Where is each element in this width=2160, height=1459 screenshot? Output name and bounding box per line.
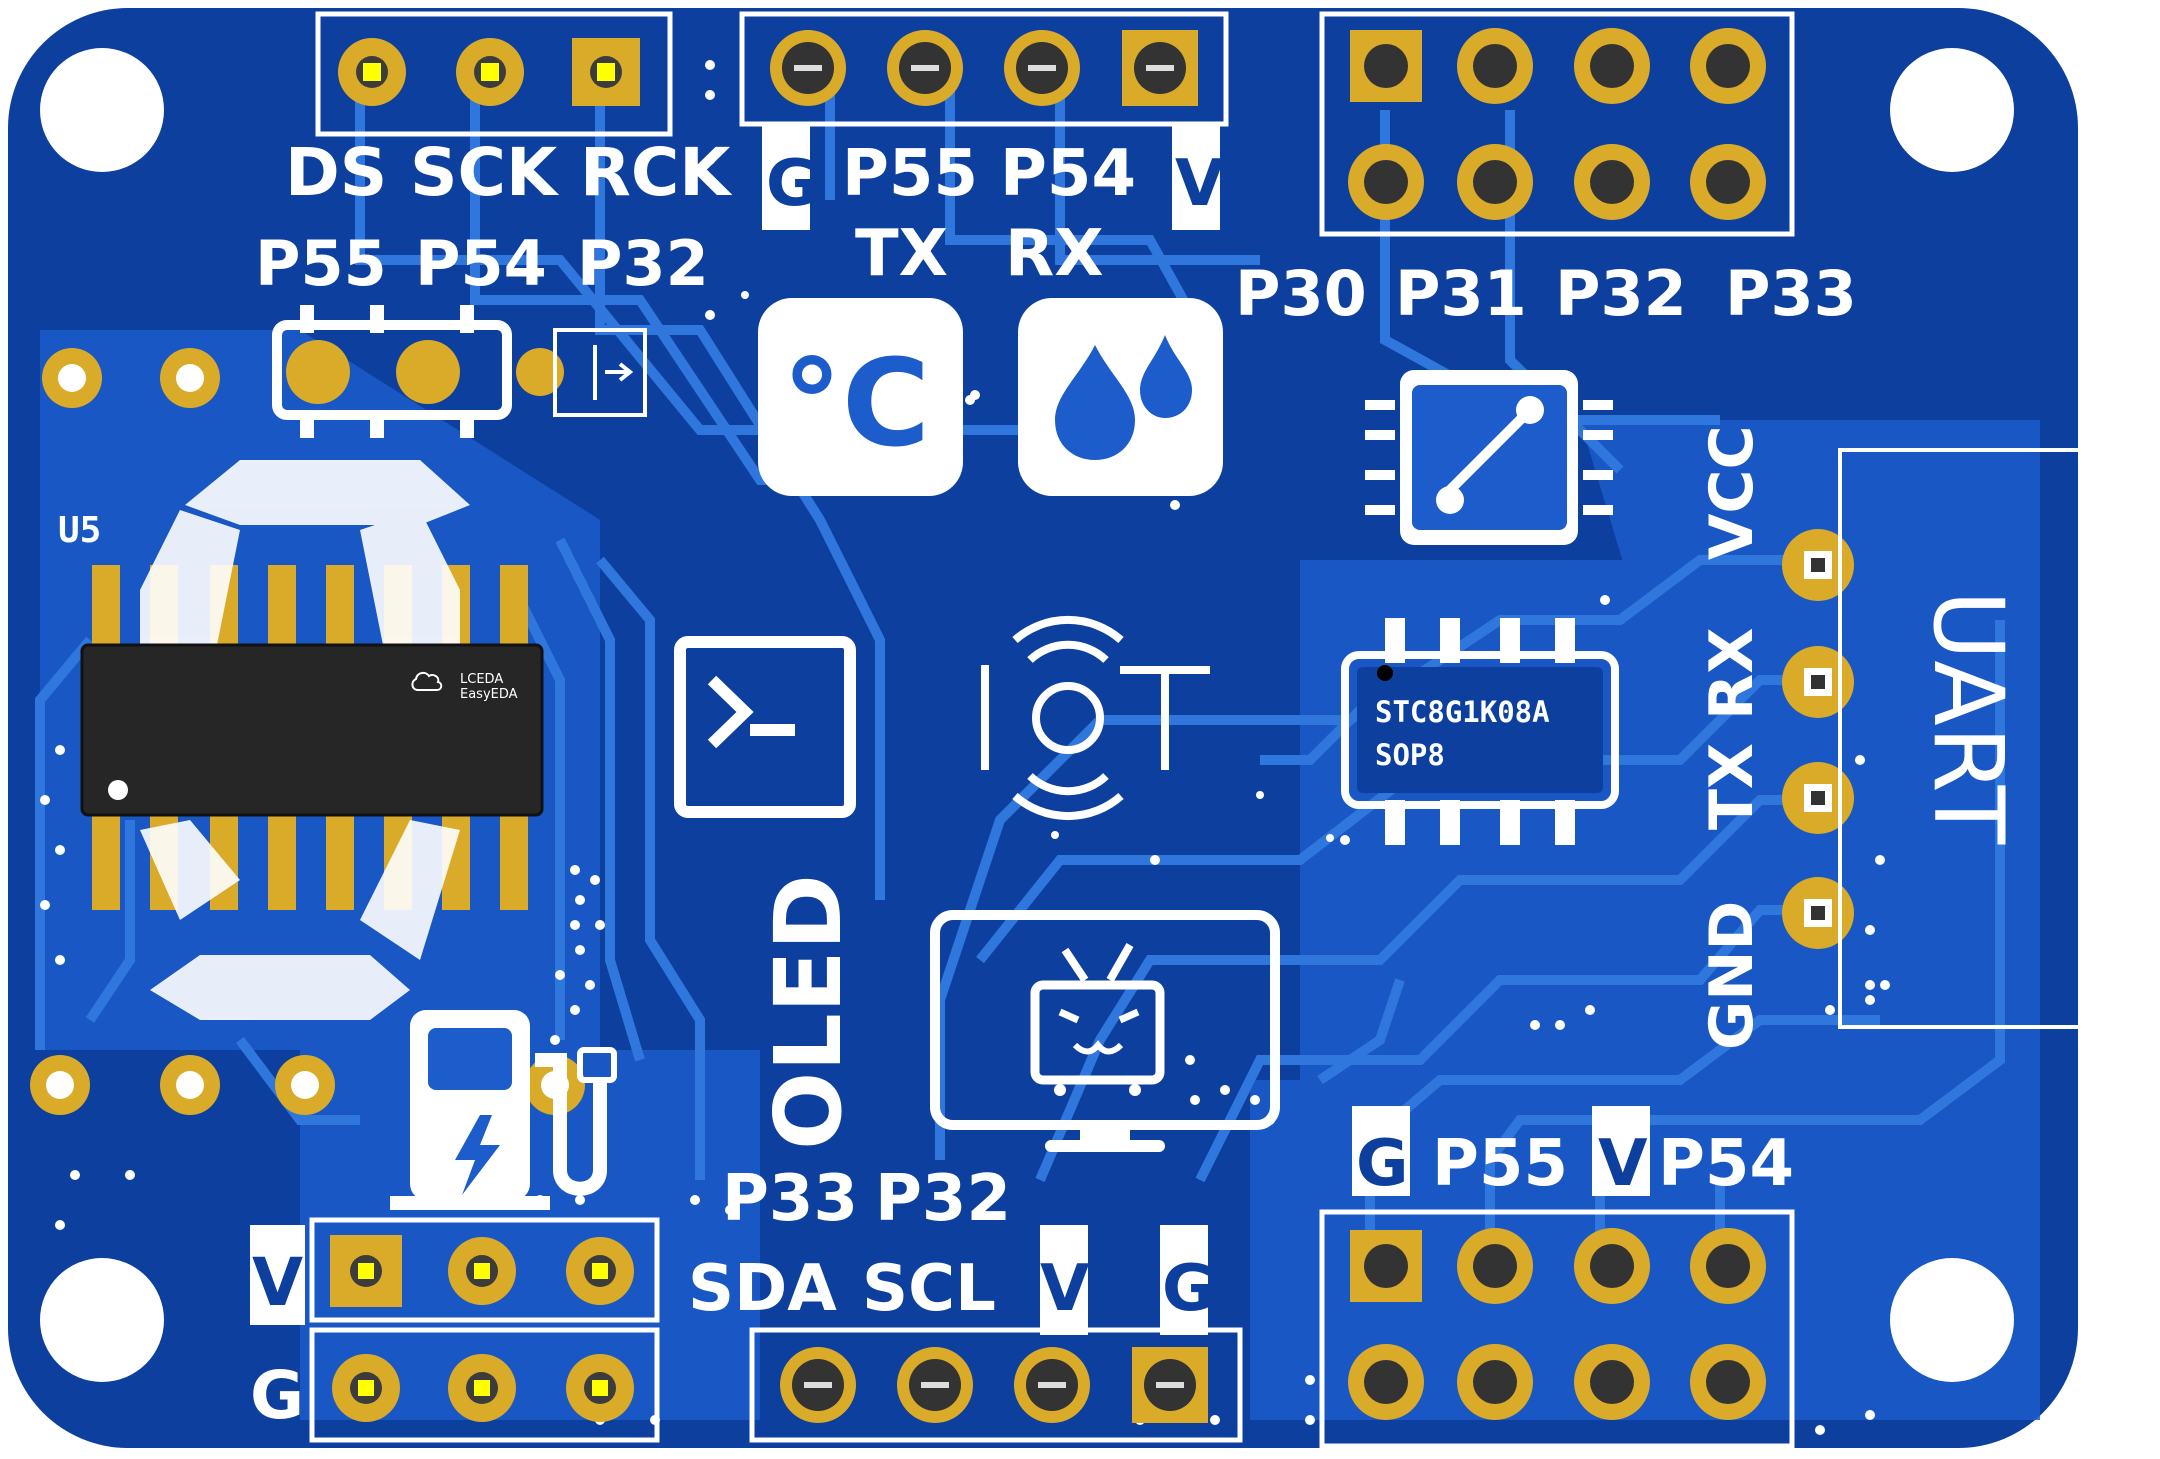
header-uart-top <box>739 11 1229 230</box>
switch-chip-icon <box>1365 370 1613 545</box>
mcu-part-number: STC8G1K08A <box>1375 695 1550 729</box>
mounting-hole-top-right <box>1890 48 2014 172</box>
uart-pads <box>1782 529 1854 949</box>
label-p55-a: P55 <box>255 227 387 300</box>
label-v-br: V <box>1598 1127 1648 1201</box>
u5-chip: LCEDA EasyEDA U5 <box>58 460 544 1020</box>
label-p54-br: P54 <box>1658 1127 1794 1201</box>
power-labels: V G <box>250 1244 304 1434</box>
label-v-power: V <box>252 1244 303 1321</box>
label-vcc: VCC <box>1697 425 1767 560</box>
oled-header-labels: P33 P32 SDA SCL V G <box>688 1162 1215 1326</box>
label-sck: SCK <box>410 134 560 211</box>
label-gnd: GND <box>1697 901 1767 1050</box>
label-g-oled: G <box>1162 1252 1215 1326</box>
designator-u5: U5 <box>58 510 101 551</box>
uart-pin-labels: VCC RX TX GND <box>1697 425 1767 1050</box>
mounting-hole-top-left <box>40 48 164 172</box>
uart-title: UART <box>1912 590 2024 845</box>
label-scl: SCL <box>862 1252 996 1326</box>
header-bottom-right <box>1319 1106 1795 1449</box>
header-gpio-top-labels: P30 P31 P32 P33 <box>1235 257 1857 330</box>
label-p55-br: P55 <box>1432 1127 1568 1201</box>
humidity-icon <box>1018 298 1223 496</box>
uart-connector-outline: UART <box>1838 448 2160 1029</box>
label-p33-top: P33 <box>1725 257 1857 330</box>
mounting-holes <box>40 48 2014 1382</box>
label-p54-top: P54 <box>1000 137 1136 211</box>
label-p54-a: P54 <box>415 227 547 300</box>
label-p31: P31 <box>1395 257 1527 330</box>
label-g-top: G <box>766 147 819 221</box>
power-header <box>250 1217 660 1443</box>
header-595 <box>315 11 673 137</box>
label-p55-top: P55 <box>842 137 978 211</box>
label-p33-bottom: P33 <box>722 1162 858 1236</box>
label-ds: DS <box>285 134 387 211</box>
label-rx: RX <box>1697 628 1767 720</box>
logo-line2: EasyEDA <box>460 687 518 702</box>
label-rck: RCK <box>580 134 733 211</box>
label-g-power: G <box>250 1357 304 1434</box>
header-bottom-right-labels: G P55 V P54 <box>1356 1127 1794 1201</box>
mounting-hole-bottom-left <box>40 1258 164 1382</box>
header-uart-top-labels: G P55 P54 V TX RX <box>766 137 1225 291</box>
easyeda-logo: LCEDA EasyEDA <box>411 671 518 702</box>
charging-icon <box>390 1010 617 1210</box>
header-gpio-top <box>1319 11 1795 237</box>
label-p30: P30 <box>1235 257 1367 330</box>
label-tx-top: TX <box>855 217 948 291</box>
label-p32-a: P32 <box>577 227 709 300</box>
label-p32-bottom: P32 <box>875 1162 1011 1236</box>
iot-icon <box>981 615 1210 821</box>
oled-header <box>749 1225 1243 1443</box>
header-595-labels: DS SCK RCK P55 P54 P32 <box>255 134 733 300</box>
temperature-symbol: °C <box>782 335 930 474</box>
label-p32-top: P32 <box>1555 257 1687 330</box>
mcu-package: SOP8 <box>1375 738 1445 772</box>
jumper-footprint <box>272 305 647 438</box>
label-tx: TX <box>1697 743 1767 830</box>
mounting-hole-bottom-right <box>1890 1258 2014 1382</box>
label-v-top: V <box>1175 147 1225 221</box>
label-sda: SDA <box>688 1252 837 1326</box>
terminal-icon <box>674 636 856 818</box>
label-g-br: G <box>1356 1127 1409 1201</box>
mcu-chip: STC8G1K08A SOP8 <box>1341 618 1619 845</box>
tv-monitor-icon <box>930 910 1280 1152</box>
label-v-oled: V <box>1040 1252 1090 1326</box>
label-rx-top: RX <box>1005 217 1104 291</box>
oled-label: OLED <box>755 874 862 1150</box>
temperature-icon: °C <box>758 298 963 496</box>
logo-line1: LCEDA <box>460 672 503 687</box>
